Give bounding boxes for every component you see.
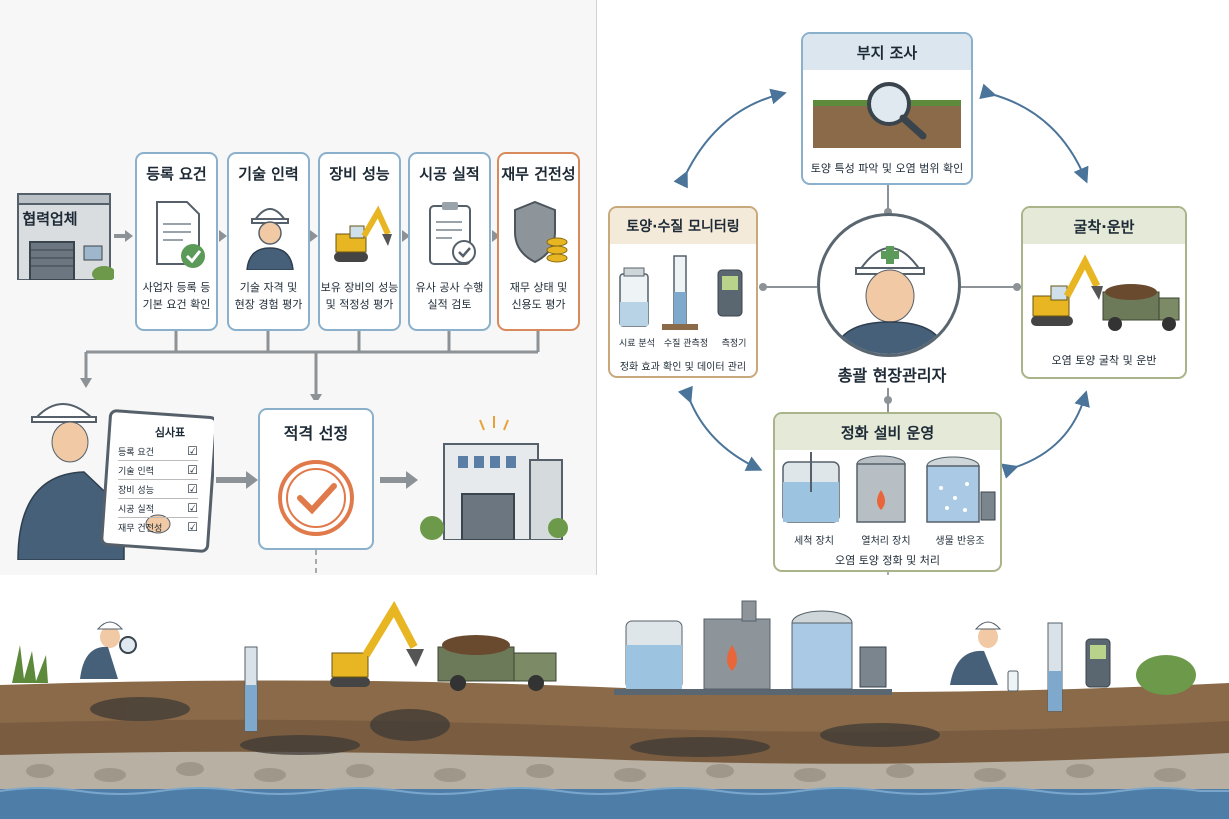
arrow-icon [246, 471, 258, 489]
selection-title: 적격 선정 [283, 424, 349, 443]
selection-box: 적격 선정 [258, 408, 374, 550]
check-icon: ☑ [187, 501, 198, 515]
monitoring-title: 토양·수질 모니터링 [610, 208, 756, 244]
monitoring-item-label: 수질 관측정 [663, 339, 709, 349]
excavation-title: 굴착·운반 [1023, 208, 1185, 244]
arrow-icon [310, 230, 318, 242]
excavation-box: 굴착·운반 오염 토양 굴착 및 운반 [1021, 206, 1187, 379]
clipboard-check-icon [429, 202, 476, 265]
checklist-row: 등록 요건 ☑ [118, 442, 198, 461]
monitoring-item-label: 시료 분석 [619, 339, 655, 349]
checklist-row: 기술 인력 ☑ [118, 461, 198, 480]
criteria-title: 기술 인력 [238, 164, 299, 183]
arrow-icon [406, 471, 418, 489]
checklist: 등록 요건 ☑ 기술 인력 ☑ 장비 성능 ☑ 시공 실적 ☑ 재무 건전성 ☑ [118, 442, 198, 536]
monitoring-desc: 정화 효과 확인 및 데이터 관리 [619, 362, 747, 373]
criteria-registration: 등록 요건 사업자 등록 등 기본 요건 확인 [135, 152, 218, 331]
arrow-icon [492, 230, 500, 242]
check-icon: ☑ [187, 444, 198, 458]
arrow-icon [125, 230, 133, 242]
criteria-title: 장비 성능 [329, 164, 390, 183]
excavator-icon [334, 205, 392, 262]
monitoring-box: 토양·수질 모니터링 시료 분석 수질 관측정 측정기 정화 효과 확인 및 데… [608, 206, 758, 378]
criteria-equipment: 장비 성능 보유 장비의 성능 및 적정성 평가 [318, 152, 401, 331]
criteria-desc: 재무 상태 및 신용도 평가 [509, 281, 568, 311]
site-survey-desc: 토양 특성 파악 및 오염 범위 확인 [810, 162, 964, 175]
check-icon: ☑ [187, 482, 198, 496]
checklist-item-label: 재무 건전성 [118, 523, 163, 534]
criteria-desc: 기술 자격 및 현장 경험 평가 [234, 281, 303, 311]
magnifier-soil-icon [813, 82, 961, 148]
company-label: 협력업체 [22, 210, 78, 228]
shield-coins-icon [514, 200, 568, 264]
criteria-title: 등록 요건 [146, 164, 207, 183]
cycle-arrows [673, 83, 1090, 479]
checklist-row: 시공 실적 ☑ [118, 499, 198, 518]
monitoring-instruments-icon [619, 255, 743, 330]
checklist-item-label: 등록 요건 [118, 447, 154, 458]
arrow-shaft [380, 477, 406, 483]
check-icon: ☑ [187, 520, 198, 534]
criteria-title: 시공 실적 [419, 164, 480, 183]
criteria-desc: 사업자 등록 등 기본 요건 확인 [142, 281, 211, 311]
purification-item-label: 세척 장치 [794, 536, 834, 547]
purification-box: 정화 설비 운영 세척 장치 열처리 장치 생물 반응조 오염 토양 정화 및 … [773, 412, 1002, 572]
purification-desc: 오염 토양 정화 및 처리 [834, 554, 941, 567]
purification-item-label: 열처리 장치 [861, 536, 911, 547]
checklist-item-label: 시공 실적 [118, 504, 154, 515]
purification-tanks-icon [782, 452, 996, 523]
company-building-icon [14, 188, 116, 282]
criteria-connectors [80, 331, 540, 400]
site-survey-title: 부지 조사 [803, 34, 971, 70]
checklist-title: 심사표 [154, 426, 186, 439]
panel-divider [596, 0, 597, 575]
checklist-row: 장비 성능 ☑ [118, 480, 198, 499]
checklist-item-label: 장비 성능 [118, 485, 154, 496]
criteria-track-record: 시공 실적 유사 공사 수행 실적 검토 [408, 152, 491, 331]
manager-label: 총괄 현장관리자 [837, 366, 947, 385]
manager-avatar [817, 213, 961, 357]
document-check-icon [156, 201, 205, 268]
checklist-row: 재무 건전성 ☑ [118, 518, 198, 536]
ground-scene [0, 575, 1229, 819]
inspector-illustration [14, 390, 218, 561]
approval-check-icon [278, 460, 354, 536]
site-survey-box: 부지 조사 토양 특성 파악 및 오염 범위 확인 [801, 32, 973, 185]
criteria-personnel: 기술 인력 기술 자격 및 현장 경험 평가 [227, 152, 310, 331]
excavation-desc: 오염 토양 굴착 및 운반 [1051, 354, 1157, 367]
purification-title: 정화 설비 운영 [775, 414, 1000, 450]
arrow-icon [219, 230, 227, 242]
engineer-icon [246, 208, 294, 270]
check-icon: ☑ [187, 463, 198, 477]
purification-item-label: 생물 반응조 [935, 536, 985, 547]
arrow-shaft [216, 477, 246, 483]
criteria-desc: 보유 장비의 성능 및 적정성 평가 [320, 281, 399, 311]
arrow-shaft [114, 234, 125, 238]
criteria-finance: 재무 건전성 재무 상태 및 신용도 평가 [497, 152, 580, 331]
checklist-item-label: 기술 인력 [118, 466, 154, 477]
criteria-title: 재무 건전성 [501, 164, 576, 183]
excavator-truck-icon [1031, 254, 1180, 331]
monitoring-item-label: 측정기 [721, 339, 747, 349]
arrow-icon [402, 230, 410, 242]
criteria-desc: 유사 공사 수행 실적 검토 [415, 281, 484, 311]
facility-building-icon [418, 416, 568, 541]
